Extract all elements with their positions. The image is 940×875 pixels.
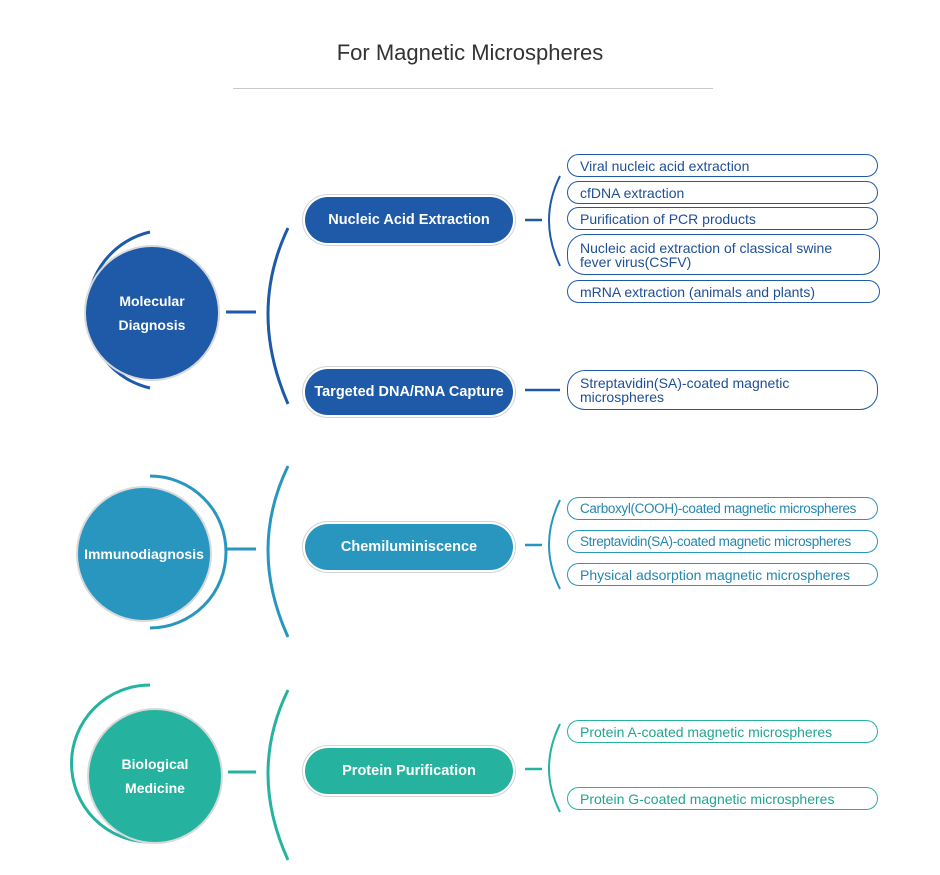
- list-item[interactable]: Protein A-coated magnetic microspheres: [567, 720, 878, 743]
- list-item[interactable]: mRNA extraction (animals and plants): [567, 280, 880, 303]
- list-item[interactable]: Physical adsorption magnetic microsphere…: [567, 563, 878, 586]
- title-divider: [233, 88, 713, 89]
- list-item[interactable]: Carboxyl(COOH)-coated magnetic microsphe…: [567, 497, 878, 520]
- category-molecular-diagnosis[interactable]: Molecular Diagnosis: [84, 245, 220, 381]
- category-immunodiagnosis[interactable]: Immunodiagnosis: [76, 486, 212, 622]
- list-item[interactable]: Viral nucleic acid extraction: [567, 154, 878, 177]
- group-label: Targeted DNA/RNA Capture: [305, 369, 513, 415]
- category-arc: [70, 683, 151, 844]
- group-bracket: [266, 465, 290, 638]
- list-item[interactable]: Streptavidin(SA)-coated magnetic microsp…: [567, 370, 878, 410]
- list-item[interactable]: Nucleic acid extraction of classical swi…: [567, 234, 880, 275]
- category-arc: [149, 474, 228, 630]
- group-label: Nucleic Acid Extraction: [305, 197, 513, 243]
- list-item[interactable]: Protein G-coated magnetic microspheres: [567, 787, 878, 810]
- group-label: Chemiluminiscence: [305, 524, 513, 570]
- group-chemiluminiscence[interactable]: Chemiluminiscence: [302, 521, 516, 573]
- item-bracket: [548, 175, 561, 267]
- list-item[interactable]: Purification of PCR products: [567, 207, 878, 230]
- group-protein-purification[interactable]: Protein Purification: [302, 745, 516, 797]
- group-label: Protein Purification: [305, 748, 513, 794]
- item-bracket: [548, 723, 561, 813]
- group-bracket: [266, 227, 290, 405]
- group-bracket: [266, 689, 290, 861]
- list-item[interactable]: cfDNA extraction: [567, 181, 878, 204]
- group-nucleic-acid-extraction[interactable]: Nucleic Acid Extraction: [302, 194, 516, 246]
- category-biological-medicine[interactable]: Biological Medicine: [87, 708, 223, 844]
- page-title: For Magnetic Microspheres: [336, 40, 604, 65]
- item-bracket: [548, 499, 561, 590]
- list-item[interactable]: Streptavidin(SA)-coated magnetic microsp…: [567, 530, 878, 553]
- group-targeted-capture[interactable]: Targeted DNA/RNA Capture: [302, 366, 516, 418]
